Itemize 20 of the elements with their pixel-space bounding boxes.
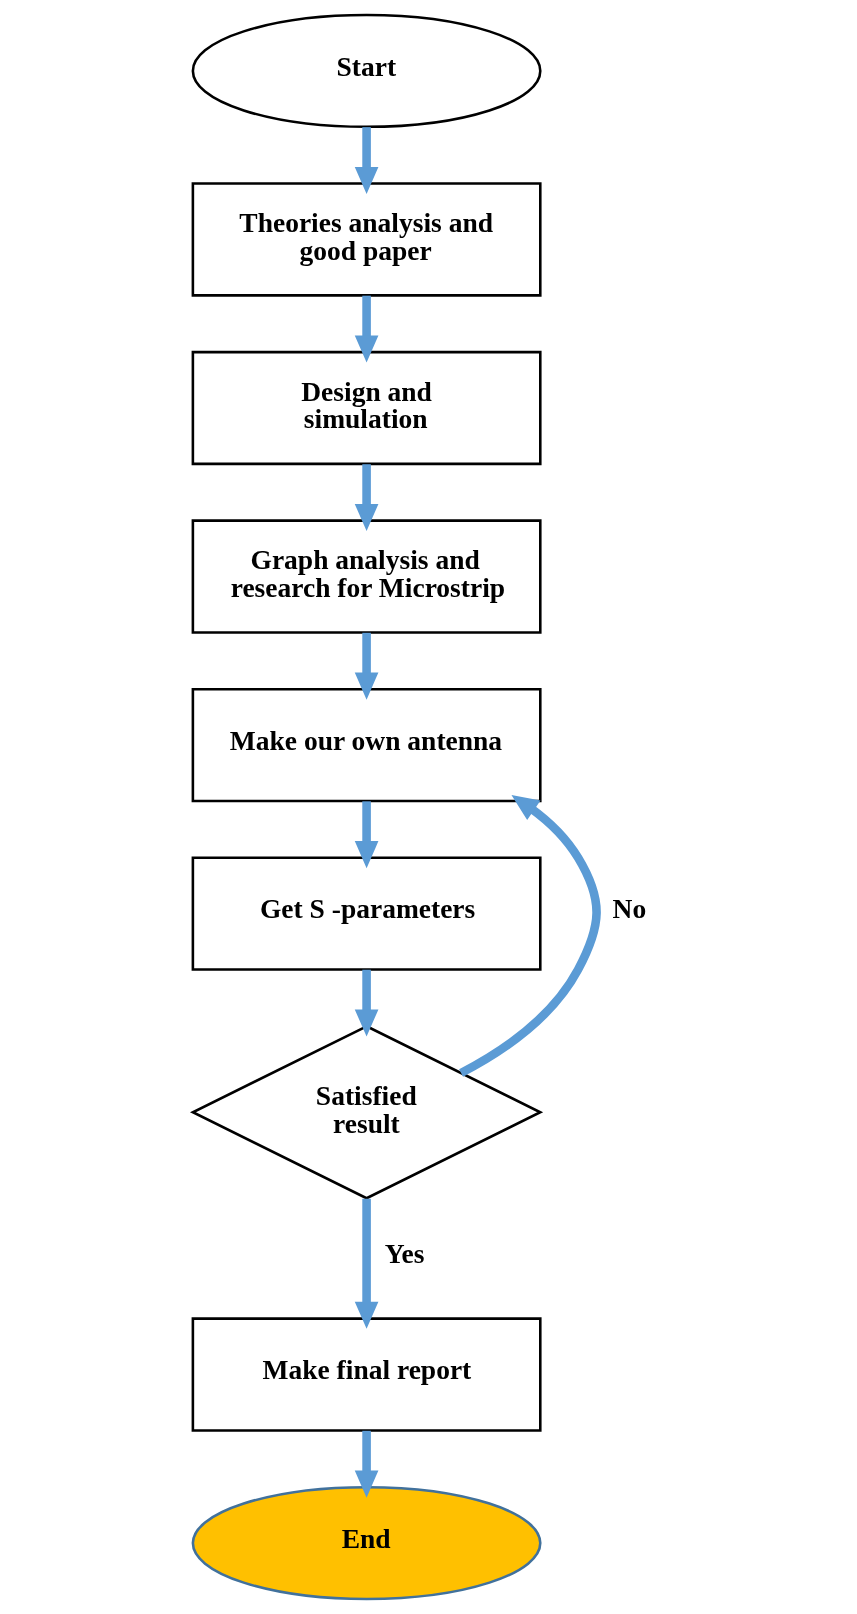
node-box: Theories analysis and good paper — [191, 182, 542, 297]
arrow — [354, 969, 379, 1037]
node-diamond: Satisfied result — [189, 1024, 544, 1200]
node-ellipse: End — [191, 1485, 542, 1601]
node-box: Design and simulation — [191, 350, 542, 466]
node-box: Make final report — [191, 1317, 542, 1432]
arrow — [459, 795, 601, 1077]
arrow — [354, 801, 379, 869]
edge-label: Yes — [384, 1238, 425, 1270]
arrow — [354, 1430, 379, 1498]
node-ellipse: Start — [191, 13, 542, 129]
arrow — [354, 295, 379, 363]
arrow — [354, 1198, 379, 1329]
edge-label: No — [612, 893, 647, 925]
arrow — [354, 127, 379, 194]
node-box: Get S -parameters — [191, 856, 542, 971]
arrow — [354, 632, 379, 700]
node-box: Graph analysis and research for Microstrip — [191, 519, 542, 634]
node-box: Make our own antenna — [191, 687, 542, 803]
arrow — [354, 464, 379, 532]
